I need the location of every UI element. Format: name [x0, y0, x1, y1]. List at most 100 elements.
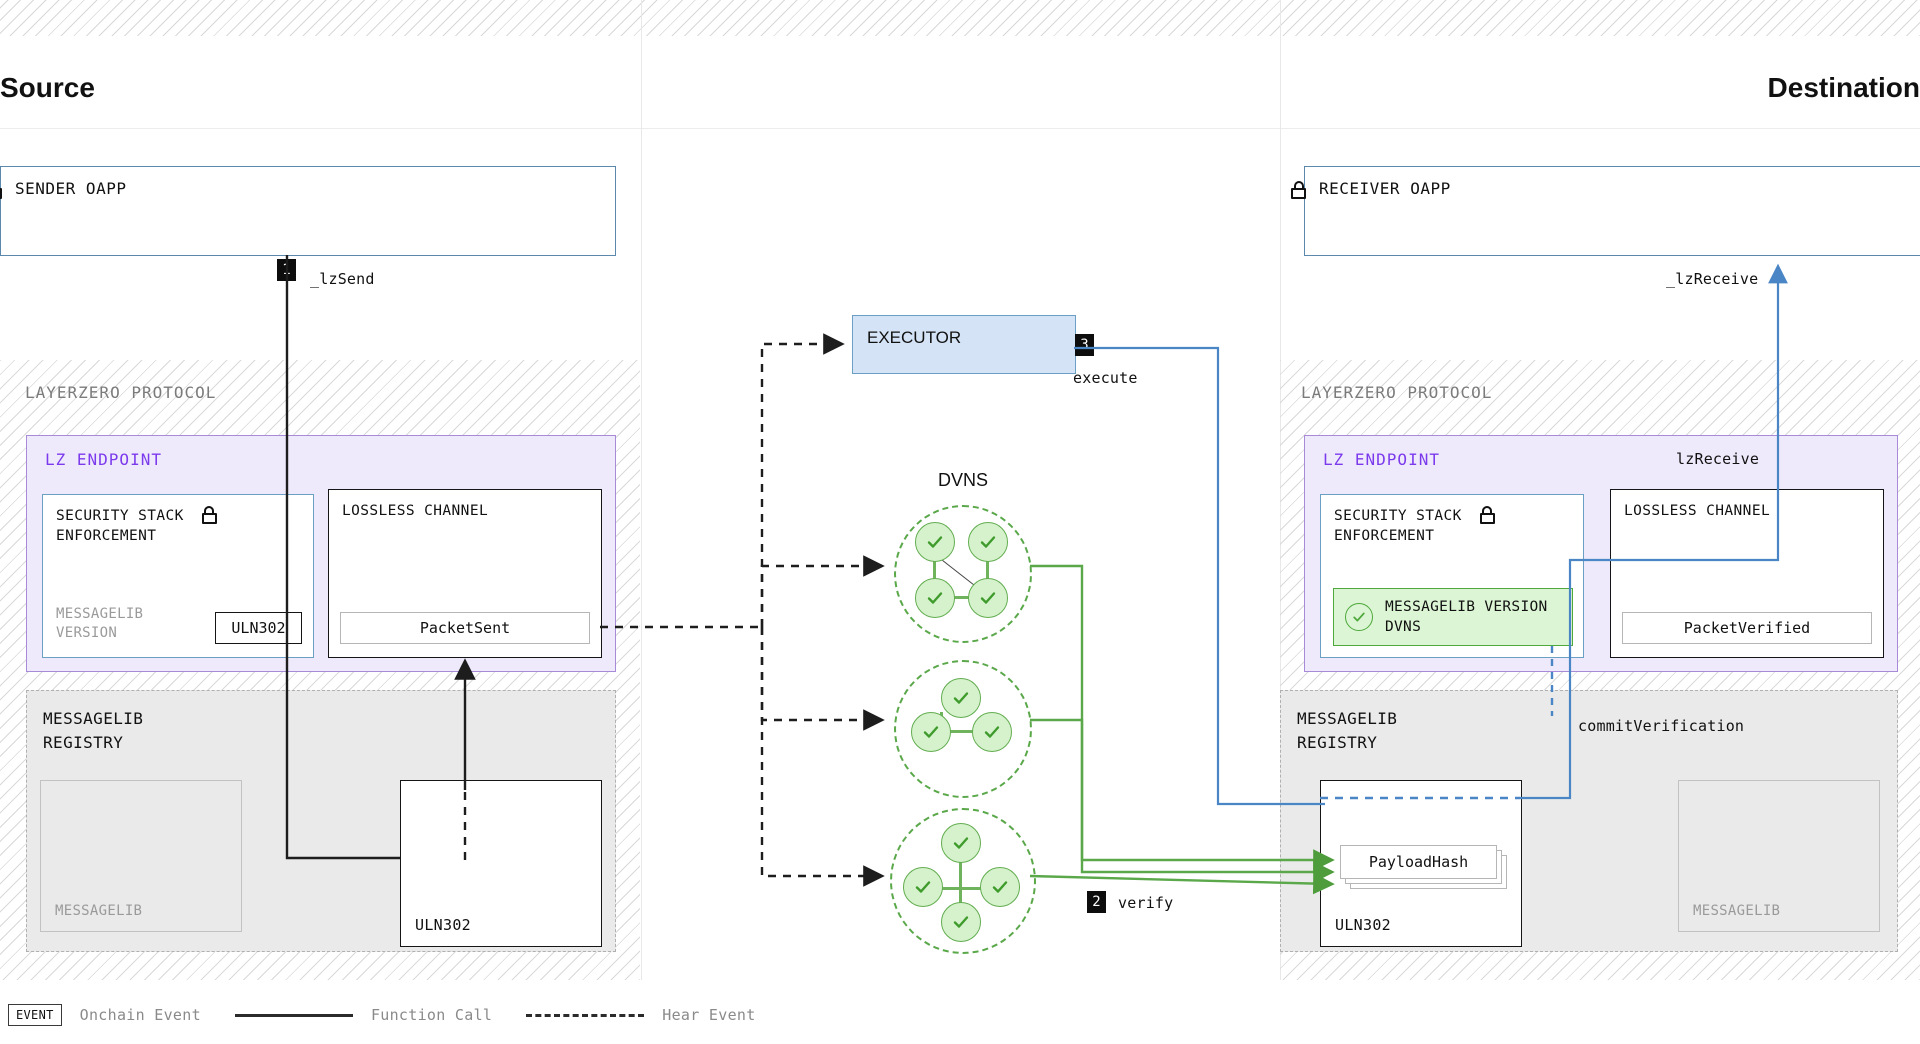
wire-hear-dvn2: [760, 627, 885, 731]
source-messagelib-version-label: MESSAGELIB VERSION: [56, 605, 143, 643]
source-uln302-lib-box[interactable]: ULN302: [400, 780, 602, 947]
destination-ghost-label: MESSAGELIB: [1693, 903, 1781, 919]
lock-icon: [0, 181, 2, 199]
destination-protocol-label: LAYERZERO PROTOCOL: [1301, 383, 1493, 402]
wire-hear-executor: [760, 333, 845, 627]
registry-line1: MESSAGELIB: [1297, 709, 1398, 728]
dvn-edge: [959, 887, 962, 915]
registry-line1: MESSAGELIB: [43, 709, 144, 728]
dvn-edge: [986, 556, 989, 598]
check-circle-icon: [1345, 603, 1373, 631]
source-security-stack-box: SECURITY STACK ENFORCEMENT MESSAGELIB VE…: [42, 494, 314, 658]
dvn-node[interactable]: [911, 712, 951, 752]
payload-hash-card[interactable]: PayloadHash: [1340, 845, 1497, 879]
step-badge-1: 1: [277, 259, 296, 281]
check-icon: [927, 536, 943, 548]
top-hatch-strip: [0, 0, 1920, 36]
source-lib-label: ULN302: [415, 916, 471, 934]
header-divider: [0, 128, 1920, 129]
step-label-execute: execute: [1073, 369, 1138, 387]
packet-sent-event[interactable]: PacketSent: [340, 612, 590, 644]
dvn-node[interactable]: [980, 867, 1020, 907]
page-title-source: Source: [0, 72, 95, 103]
check-icon: [980, 592, 996, 604]
dvn-edge: [959, 887, 987, 890]
dvn-node[interactable]: [915, 522, 955, 562]
source-registry-title: MESSAGELIB REGISTRY: [43, 707, 143, 755]
destination-messagelib-ghost-box: MESSAGELIB: [1678, 780, 1880, 932]
source-column: [0, 0, 642, 980]
source-endpoint-title: LZ ENDPOINT: [45, 450, 162, 469]
executor-box[interactable]: EXECUTOR: [852, 315, 1076, 374]
source-uln302-chip[interactable]: ULN302: [215, 612, 302, 644]
dvn-node[interactable]: [941, 902, 981, 942]
source-messagelib-ghost-box: MESSAGELIB: [40, 780, 242, 932]
registry-line2: REGISTRY: [43, 733, 124, 752]
wire-hear-dvn3: [760, 627, 885, 887]
check-icon: [984, 726, 1000, 738]
dvn-node[interactable]: [903, 867, 943, 907]
check-icon: [953, 916, 969, 928]
receiver-oapp-label: RECEIVER OAPP: [1319, 179, 1451, 198]
security-stack-line1: SECURITY STACK: [56, 508, 184, 524]
source-protocol-label: LAYERZERO PROTOCOL: [25, 383, 217, 402]
wire-hear-dvn1: [760, 555, 885, 627]
step-label-verify: verify: [1118, 894, 1174, 912]
messagelib-line1: MESSAGELIB: [56, 606, 144, 622]
security-stack-line2: ENFORCEMENT: [56, 528, 157, 544]
green-line2: DVNS: [1385, 619, 1422, 635]
check-icon: [953, 692, 969, 704]
legend-hear-text: Hear Event: [662, 1006, 756, 1024]
dvn-node[interactable]: [941, 678, 981, 718]
source-security-stack-heading: SECURITY STACK ENFORCEMENT: [56, 506, 217, 546]
step-badge-2: 2: [1087, 891, 1106, 913]
destination-green-label: MESSAGELIB VERSION DVNS: [1385, 597, 1548, 637]
destination-registry-title: MESSAGELIB REGISTRY: [1297, 707, 1397, 755]
step-badge-3: 3: [1075, 334, 1094, 356]
dvn-edge: [933, 556, 936, 598]
legend-event-text: Onchain Event: [79, 1006, 201, 1024]
destination-endpoint-title: LZ ENDPOINT: [1323, 450, 1440, 469]
security-stack-line2: ENFORCEMENT: [1334, 528, 1435, 544]
lock-icon: [1479, 506, 1495, 524]
green-line1: MESSAGELIB VERSION: [1385, 599, 1548, 615]
dvn-edge: [959, 861, 962, 889]
sender-oapp-label: SENDER OAPP: [15, 179, 127, 198]
dvn-node[interactable]: [968, 578, 1008, 618]
source-lossless-channel-heading: LOSSLESS CHANNEL: [342, 503, 489, 519]
step-label-lzsend: _lzSend: [310, 270, 375, 288]
lock-icon: [1291, 181, 1306, 199]
sender-oapp-box[interactable]: SENDER OAPP: [0, 166, 616, 256]
dvn-node[interactable]: [915, 578, 955, 618]
check-icon: [953, 837, 969, 849]
dvn-node[interactable]: [972, 712, 1012, 752]
destination-lossless-channel-heading: LOSSLESS CHANNEL: [1624, 503, 1771, 519]
executor-label: EXECUTOR: [867, 328, 962, 347]
destination-security-stack-heading: SECURITY STACK ENFORCEMENT: [1334, 506, 1495, 546]
dvn-node[interactable]: [968, 522, 1008, 562]
legend-dashed-line: [526, 1013, 645, 1017]
dvn-edge: [933, 887, 961, 890]
dvn-group-1-ring: [894, 505, 1032, 643]
check-icon: [915, 881, 931, 893]
legend-solid-line: [234, 1013, 353, 1017]
legend-function-text: Function Call: [370, 1006, 493, 1024]
check-icon: [923, 726, 939, 738]
messagelib-line2: VERSION: [56, 625, 118, 641]
security-stack-line1: SECURITY STACK: [1334, 508, 1462, 524]
call-label-lzreceive-oapp: _lzReceive: [1666, 270, 1759, 288]
receiver-oapp-box[interactable]: RECEIVER OAPP: [1291, 166, 1920, 256]
source-ghost-label: MESSAGELIB: [55, 903, 143, 919]
payload-hash-stack[interactable]: PayloadHash: [1340, 845, 1510, 891]
dvns-label: DVNS: [938, 470, 989, 490]
lock-icon: [201, 506, 217, 524]
dvn-node[interactable]: [941, 823, 981, 863]
page-title-destination: Destination: [1767, 72, 1920, 103]
destination-lib-label: ULN302: [1335, 916, 1391, 934]
packet-verified-event[interactable]: PacketVerified: [1622, 612, 1872, 644]
call-label-lzreceive-endpoint: lzReceive: [1676, 450, 1760, 468]
destination-messagelib-version-dvns-row[interactable]: MESSAGELIB VERSION DVNS: [1333, 588, 1573, 646]
check-icon: [992, 881, 1008, 893]
check-icon: [927, 592, 943, 604]
legend: EVENT Onchain Event Function Call Hear E…: [0, 998, 1920, 1032]
